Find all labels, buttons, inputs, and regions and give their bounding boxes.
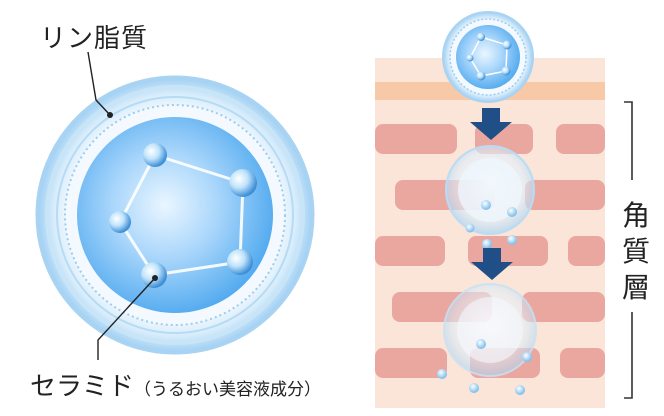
ceramide-droplets [437, 339, 532, 395]
liposome-illustration [35, 75, 315, 355]
stratum-char: 質 [621, 235, 650, 268]
ceramide-name: セラミド [30, 372, 135, 402]
ceramide-label: セラミド（うるおい美容液成分） [30, 366, 321, 403]
ceramide-molecule [109, 143, 257, 288]
stratum-bracket [624, 101, 633, 399]
liposome-penetrating [445, 145, 535, 235]
skin-cross-section [375, 11, 605, 408]
liposome-dissolving [443, 283, 537, 377]
ceramide-leader [97, 275, 158, 360]
phospholipid-label: リン脂質 [40, 24, 149, 54]
stratum-corneum-label: 角質層 [618, 198, 654, 306]
down-arrow-icon [470, 108, 512, 140]
stratum-char: 角 [621, 199, 650, 232]
ceramide-note: （うるおい美容液成分） [134, 380, 322, 400]
liposome-small [442, 11, 534, 103]
stratum-char: 層 [621, 271, 650, 304]
down-arrow-icon [471, 248, 513, 280]
phospholipid-leader [87, 51, 113, 118]
ceramide-droplets [465, 200, 517, 249]
